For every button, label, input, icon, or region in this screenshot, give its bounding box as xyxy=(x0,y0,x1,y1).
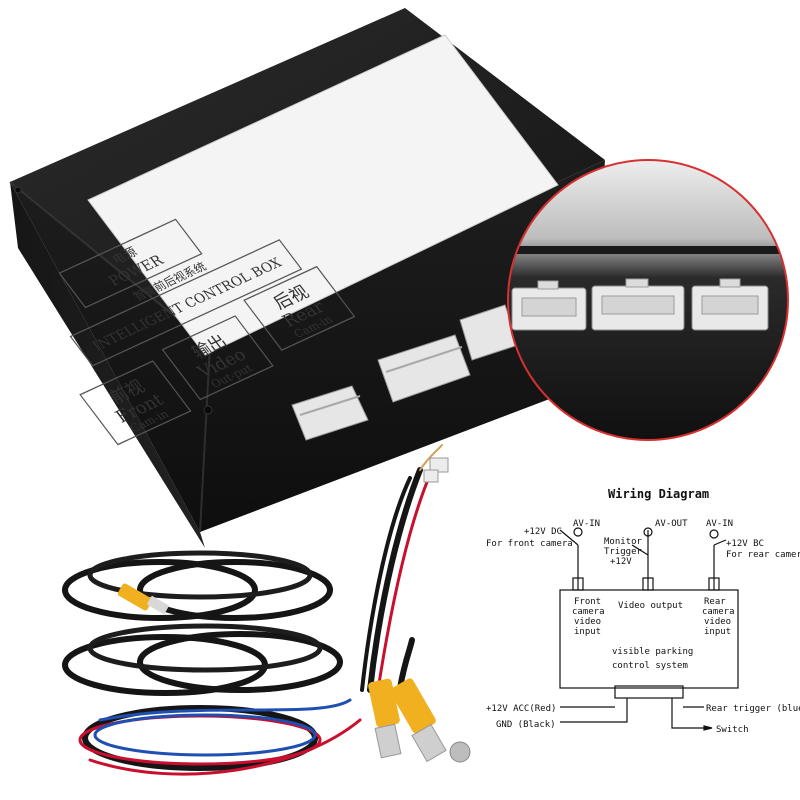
rca-plug-left-small xyxy=(117,583,170,615)
magnifier-inset xyxy=(507,159,789,441)
rca-plug-right xyxy=(390,678,471,763)
magnifier-ring xyxy=(507,159,789,441)
screw xyxy=(14,186,22,194)
front-input-3: video xyxy=(574,617,601,627)
av-in-right: AV-IN xyxy=(706,519,733,529)
av-in-left: AV-IN xyxy=(573,519,600,529)
system-label-2: control system xyxy=(612,661,688,671)
cable-harness xyxy=(62,444,443,776)
front-input-2: camera xyxy=(572,607,605,617)
gnd-label: GND (Black) xyxy=(496,720,556,730)
wiring-diagram-text: Wiring Diagram AV-IN AV-OUT AV-IN +12V D… xyxy=(486,487,800,735)
front-input-1: Front xyxy=(574,597,601,607)
wiring-title: Wiring Diagram xyxy=(608,487,709,501)
monitor-2: Trigger xyxy=(604,547,643,557)
acc-label: +12V ACC(Red) xyxy=(486,704,556,714)
dc-right-1: +12V BC xyxy=(726,539,764,549)
monitor-1: Monitor xyxy=(604,537,643,547)
box-left-side xyxy=(10,182,205,548)
rear-input-3: video xyxy=(704,617,731,627)
control-box: 电源 POWER 智能前后视系统 INTELLIGENT CONTROL BOX… xyxy=(9,8,605,548)
box-connectors xyxy=(291,304,519,441)
screw xyxy=(203,405,213,415)
inset-connector-left xyxy=(511,280,587,331)
dc-right-2: For rear camera xyxy=(726,550,800,560)
label-background xyxy=(87,34,559,356)
wiring-diagram xyxy=(559,527,739,731)
front-input-4: input xyxy=(574,627,601,637)
box-edge xyxy=(199,344,211,533)
rear-input-4: input xyxy=(704,627,731,637)
junction-block xyxy=(614,685,684,699)
harness-connector-top xyxy=(423,457,449,483)
video-output: Video output xyxy=(618,601,683,611)
monitor-3: +12V xyxy=(610,557,632,567)
rear-trigger-label: Rear trigger (blue) xyxy=(706,704,800,714)
system-label-1: visible parking xyxy=(612,647,693,657)
box-front-face xyxy=(10,160,605,532)
av-out: AV-OUT xyxy=(655,519,688,529)
dc-left-2: For front camera xyxy=(486,539,573,549)
inset-connector-right xyxy=(691,278,769,331)
rear-input-2: camera xyxy=(702,607,735,617)
dc-left-1: +12V DC xyxy=(524,527,562,537)
switch-label: Switch xyxy=(716,725,749,735)
inset-connector-middle xyxy=(591,278,685,331)
rear-input-1: Rear xyxy=(704,597,726,607)
